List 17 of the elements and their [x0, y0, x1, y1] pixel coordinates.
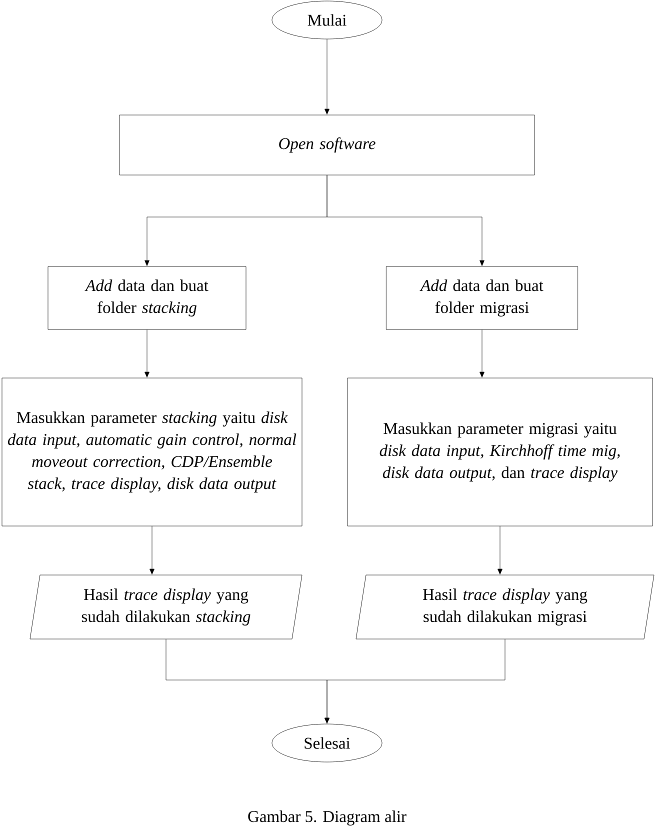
arrow [326, 175, 484, 266]
arrow [480, 330, 484, 378]
output-parallelogram: Hasil trace display yang sudah dilakukan migrasi [356, 574, 654, 640]
arrow [324, 39, 330, 114]
process-box: Add data dan buat folder stacking [48, 266, 246, 330]
process-box: Masukkan parameter migrasi yaitu disk data input, Kirchhoff time mig, disk data output, dan trace display [347, 378, 653, 526]
caption: Gambar 5. Diagram alir [248, 810, 406, 826]
arrow [144, 330, 150, 378]
arrow [324, 639, 506, 724]
process-box: Add data dan buat folder migrasi [386, 266, 578, 330]
terminal-oval: Selesai [272, 724, 382, 762]
arrow [150, 526, 154, 574]
process-box: Open software [119, 114, 535, 176]
arrow [498, 526, 502, 574]
output-parallelogram: Hasil trace display yang sudah dilakukan stacking [30, 574, 302, 640]
process-box: Masukkan parameter stacking yaitu disk data input, automatic gain control, normal moveout correction, CDP/Ensemble stack, trace display, disk data output [2, 378, 302, 526]
terminal-oval: Mulai [272, 0, 382, 40]
